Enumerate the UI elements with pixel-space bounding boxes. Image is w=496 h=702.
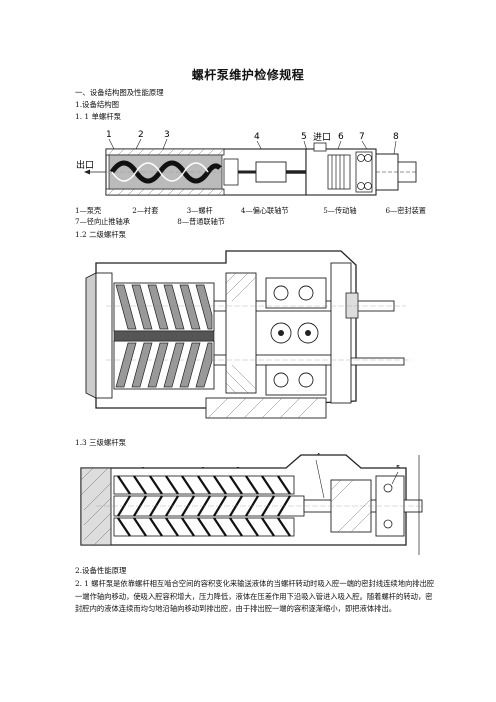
callout-3: 3 [164, 130, 170, 140]
legend-item: 1—泵壳 [75, 206, 102, 215]
callout-8: 8 [393, 132, 399, 142]
section-heading-single-screw: 1. 1 单螺杆泵 [75, 112, 122, 121]
section-heading-three-screw: 1.3 三级螺杆泵 [75, 438, 127, 447]
callout-2: 2 [138, 130, 144, 140]
legend-item: 3—螺杆 [186, 206, 213, 215]
callout-1: 1 [106, 130, 112, 140]
legend-item: 6—密封装置 [385, 206, 426, 215]
lower-screw [113, 340, 215, 390]
single-screw-pump-diagram: 1 2 3 4 5 进口 6 7 8 出口 [76, 130, 418, 196]
upper-screw [113, 282, 215, 332]
page-title: 螺杆泵维护检修规程 [191, 68, 305, 82]
section-heading-1-1: 1.设备结构图 [75, 100, 120, 109]
performance-principle-paragraph: 2. 1 螺杆泵是依靠螺杆相互啮合空间的容积变化来输送液体的当螺杆转动时吸入腔一… [75, 579, 435, 613]
twin-screw-pump-diagram [85, 250, 411, 419]
three-screw-pump-diagram: 1 2 3 4 5 [80, 452, 423, 555]
outlet-label: 出口 [76, 159, 94, 171]
inlet-label: 进口 [313, 132, 331, 143]
callout-5: 5 [301, 132, 307, 142]
legend-item: 4—偏心联轴节 [240, 206, 289, 215]
legend-item: 7—径向止推轴承 [75, 217, 130, 226]
callout-7: 7 [359, 132, 365, 142]
callout-6: 6 [338, 132, 344, 142]
legend-item: 8—普通联轴节 [177, 217, 225, 226]
section-heading-two-screw: 1.2 二级螺杆泵 [75, 230, 127, 239]
callout-4: 4 [254, 132, 260, 142]
section-heading-2: 2.设备性能原理 [75, 566, 127, 575]
legend-item: 5—传动轴 [323, 206, 357, 215]
legend-item: 2—衬套 [132, 206, 159, 215]
parts-legend: 1—泵壳 2—衬套 3—螺杆 4—偏心联轴节 5—传动轴 6—密封装置 7—径向… [75, 205, 435, 227]
section-heading-1: 一、设备结构图及性能原理 [75, 88, 164, 97]
